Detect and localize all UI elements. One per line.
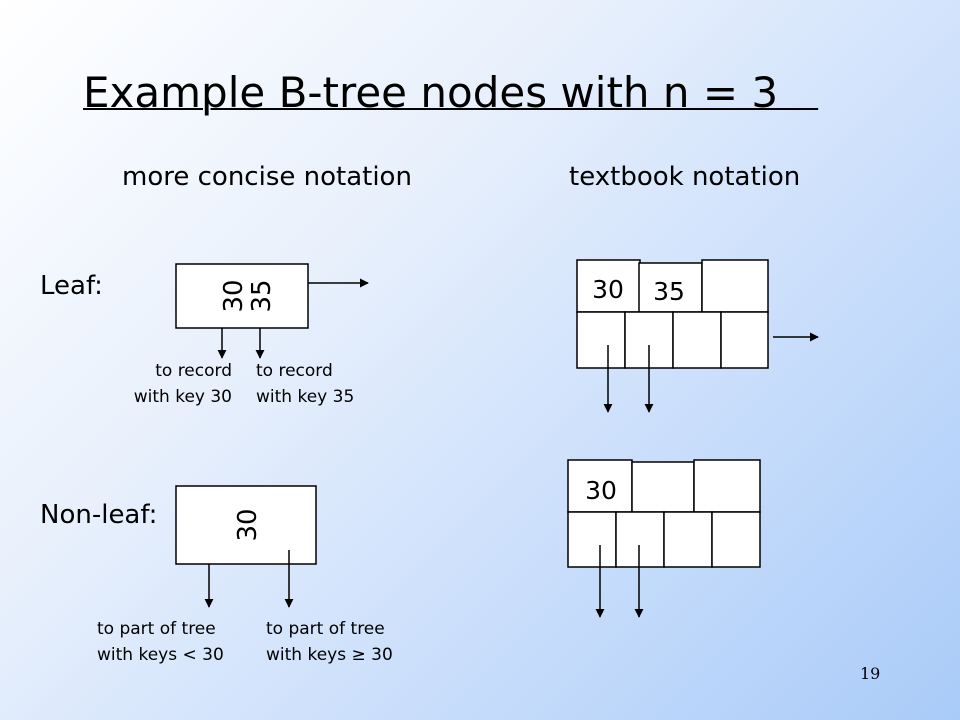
concise-nonleaf-key-1: 30	[233, 508, 263, 541]
textbook-nonleaf-ptr-cell-4	[711, 511, 761, 568]
textbook-nonleaf-key-cell-2	[631, 461, 695, 513]
leaf-pointer-label-30-line1: to record	[155, 361, 232, 381]
textbook-nonleaf-ptr-cell-3	[663, 511, 713, 568]
concise-leaf-node	[175, 263, 309, 329]
textbook-nonleaf-node: 30	[567, 459, 761, 568]
nonleaf-pointer-label-less-line1: to part of tree	[97, 619, 216, 639]
nonleaf-pointer-label-geq: to part of tree with keys ≥ 30	[266, 616, 393, 668]
textbook-leaf-ptr-cell-4	[720, 311, 769, 369]
nonleaf-pointer-label-less-line2: with keys < 30	[97, 645, 224, 665]
textbook-nonleaf-key-cell-1	[567, 459, 633, 513]
slide-title: Example B-tree nodes with n = 3	[83, 68, 819, 117]
textbook-nonleaf-ptr-cell-1	[567, 511, 617, 568]
textbook-notation-heading: textbook notation	[569, 162, 801, 192]
textbook-leaf-key-cell-3	[701, 259, 769, 313]
concise-nonleaf-node	[175, 485, 317, 565]
nonleaf-pointer-label-less: to part of tree with keys < 30	[97, 616, 224, 668]
leaf-pointer-label-30: to record with key 30	[122, 358, 232, 410]
nonleaf-label: Non-leaf:	[40, 500, 158, 530]
concise-notation-heading: more concise notation	[122, 162, 412, 192]
leaf-pointer-label-30-line2: with key 30	[133, 387, 232, 407]
concise-leaf-key-2: 35	[247, 279, 277, 312]
nonleaf-pointer-label-geq-line1: to part of tree	[266, 619, 385, 639]
textbook-leaf-node: 30 35	[576, 259, 769, 369]
textbook-leaf-ptr-cell-1	[576, 311, 626, 369]
leaf-label: Leaf:	[40, 271, 103, 301]
page-number: 19	[860, 664, 881, 683]
textbook-nonleaf-key-1: 30	[585, 476, 617, 505]
textbook-leaf-ptr-cell-3	[672, 311, 722, 369]
leaf-pointer-label-35: to record with key 35	[256, 358, 354, 410]
textbook-nonleaf-ptr-cell-2	[615, 511, 665, 568]
textbook-leaf-key-2: 35	[653, 277, 685, 306]
textbook-leaf-key-cell-1	[576, 259, 641, 313]
leaf-pointer-label-35-line1: to record	[256, 361, 333, 381]
leaf-pointer-label-35-line2: with key 35	[256, 387, 355, 407]
concise-leaf-key-1: 30	[219, 279, 249, 312]
textbook-nonleaf-key-cell-3	[693, 459, 761, 513]
textbook-leaf-key-1: 30	[592, 275, 624, 304]
nonleaf-pointer-label-geq-line2: with keys ≥ 30	[266, 645, 393, 665]
